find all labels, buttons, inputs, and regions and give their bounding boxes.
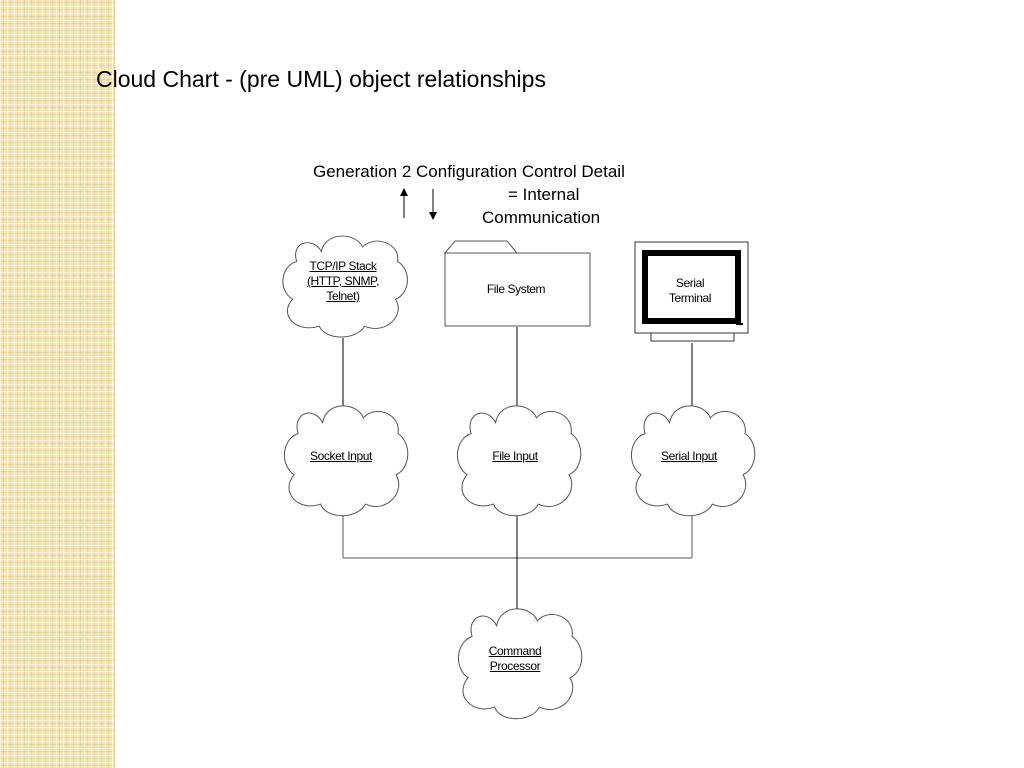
legend-line-2: Communication — [482, 208, 601, 227]
legend-text: = Internal Communication — [482, 183, 612, 229]
node-command-processor[interactable]: Command Processor — [465, 644, 565, 674]
decorative-side-strip — [0, 0, 115, 768]
command-processor-label-line-1: Command — [488, 644, 542, 658]
diagram-title: Generation 2 Configuration Control Detai… — [313, 162, 625, 181]
tcpip-label-line-2: (HTTP, SNMP, — [306, 274, 380, 288]
node-socket-input[interactable]: Socket Input — [291, 449, 391, 464]
node-tcpip-stack[interactable]: TCP/IP Stack (HTTP, SNMP, Telnet) — [293, 259, 393, 304]
command-processor-label-line-2: Processor — [489, 659, 541, 673]
slide-title: Cloud Chart - (pre UML) object relations… — [96, 66, 546, 92]
monitor-icon — [634, 241, 749, 342]
serial-input-label: Serial Input — [661, 449, 717, 463]
serial-terminal-label-line-2: Terminal — [668, 291, 712, 305]
node-file-input[interactable]: File Input — [465, 449, 565, 464]
tcpip-label-line-3: Telnet) — [326, 289, 360, 303]
node-file-system[interactable]: File System — [455, 282, 577, 297]
file-input-label: File Input — [492, 449, 538, 463]
file-system-label: File System — [486, 282, 546, 296]
legend-arrows — [400, 188, 437, 220]
tcpip-label-line-1: TCP/IP Stack — [309, 259, 377, 273]
socket-input-label: Socket Input — [310, 449, 372, 463]
connectors — [339, 327, 696, 618]
serial-terminal-label-line-1: Serial — [675, 276, 705, 290]
legend-line-1: = Internal — [508, 185, 580, 204]
node-serial-terminal[interactable]: Serial Terminal — [652, 276, 728, 306]
node-serial-input[interactable]: Serial Input — [639, 449, 739, 464]
file-system-folder-icon — [443, 240, 591, 327]
